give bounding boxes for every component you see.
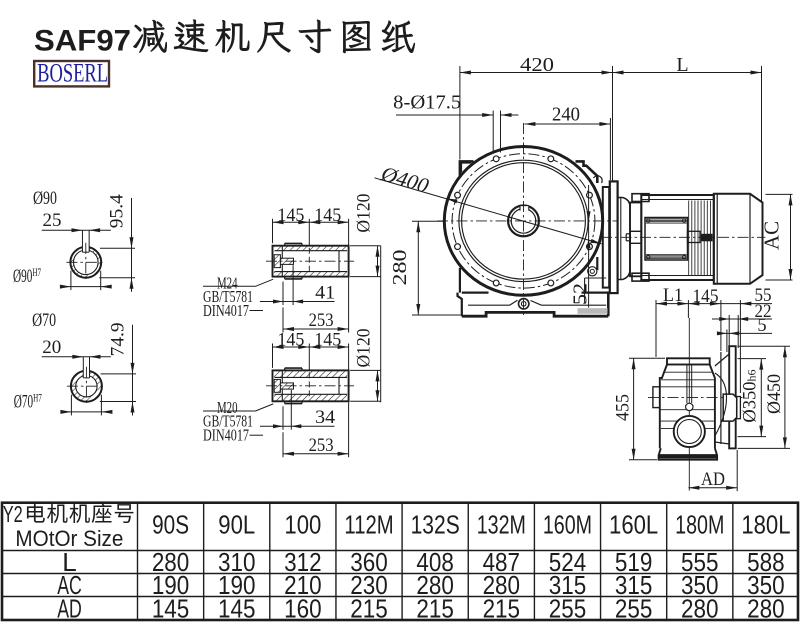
svg-text:95.4: 95.4 <box>107 194 128 229</box>
svg-text:215: 215 <box>483 594 521 624</box>
svg-text:253: 253 <box>309 435 334 456</box>
svg-text:190: 190 <box>152 570 190 600</box>
svg-text:145: 145 <box>277 205 304 226</box>
svg-text:MOtOr Size: MOtOr Size <box>15 526 123 551</box>
svg-text:280: 280 <box>389 250 411 286</box>
svg-text:BOSERL: BOSERL <box>37 59 108 88</box>
svg-text:145: 145 <box>218 594 256 624</box>
svg-text:280: 280 <box>416 570 454 600</box>
svg-text:AC: AC <box>760 221 784 250</box>
svg-text:555: 555 <box>681 547 719 577</box>
svg-text:34: 34 <box>315 407 336 428</box>
svg-text:455: 455 <box>614 394 634 421</box>
svg-text:DIN4017: DIN4017 <box>203 301 249 320</box>
svg-text:230: 230 <box>350 570 388 600</box>
svg-text:524: 524 <box>549 547 587 577</box>
svg-text:132M: 132M <box>477 510 526 540</box>
svg-text:22: 22 <box>755 302 772 322</box>
svg-text:90L: 90L <box>218 510 255 540</box>
svg-text:L1: L1 <box>663 286 683 306</box>
svg-text:74.9: 74.9 <box>108 322 129 356</box>
svg-text:132S: 132S <box>411 510 460 540</box>
svg-text:5: 5 <box>757 316 766 336</box>
svg-text:DIN4017: DIN4017 <box>203 426 249 445</box>
svg-text:90S: 90S <box>152 510 189 540</box>
svg-text:8-Ø17.5: 8-Ø17.5 <box>393 92 461 114</box>
svg-text:25: 25 <box>43 210 62 231</box>
svg-text:408: 408 <box>416 547 454 577</box>
svg-text:Ø120: Ø120 <box>354 329 375 368</box>
svg-text:L: L <box>676 54 688 76</box>
svg-text:215: 215 <box>416 594 454 624</box>
svg-text:255: 255 <box>549 594 587 624</box>
svg-text:315: 315 <box>549 570 587 600</box>
svg-text:145: 145 <box>314 205 341 226</box>
svg-text:AD: AD <box>701 470 725 490</box>
svg-text:350: 350 <box>747 570 785 600</box>
svg-text:M20: M20 <box>217 398 238 417</box>
svg-text:588: 588 <box>747 547 785 577</box>
svg-text:420: 420 <box>520 54 554 76</box>
svg-text:253: 253 <box>309 310 334 331</box>
svg-text:55: 55 <box>755 286 772 306</box>
svg-text:519: 519 <box>615 547 653 577</box>
svg-text:Ø70: Ø70 <box>32 310 56 331</box>
svg-text:180M: 180M <box>675 510 724 540</box>
svg-text:L: L <box>62 547 76 577</box>
svg-text:360: 360 <box>350 547 388 577</box>
svg-text:100: 100 <box>284 510 321 540</box>
svg-text:280: 280 <box>483 570 521 600</box>
svg-text:Ø90: Ø90 <box>33 188 57 209</box>
svg-text:GB/T5781: GB/T5781 <box>203 287 253 306</box>
svg-text:112M: 112M <box>344 510 393 540</box>
svg-text:280: 280 <box>747 594 785 624</box>
svg-text:487: 487 <box>483 547 521 577</box>
svg-text:160: 160 <box>284 594 322 624</box>
svg-text:GB/T5781: GB/T5781 <box>203 412 253 431</box>
svg-text:20: 20 <box>42 337 61 358</box>
svg-text:312: 312 <box>284 547 322 577</box>
svg-text:160L: 160L <box>609 510 658 540</box>
svg-text:Y2: Y2 <box>3 501 23 527</box>
svg-text:255: 255 <box>615 594 653 624</box>
svg-text:280: 280 <box>681 594 719 624</box>
svg-text:52: 52 <box>570 283 592 305</box>
svg-text:SAF97: SAF97 <box>34 25 131 58</box>
svg-text:350: 350 <box>681 570 719 600</box>
svg-text:315: 315 <box>615 570 653 600</box>
svg-text:240: 240 <box>552 104 580 126</box>
svg-text:Ø350h6: Ø350h6 <box>741 369 761 422</box>
svg-text:145: 145 <box>693 287 719 307</box>
svg-text:210: 210 <box>284 570 322 600</box>
svg-text:215: 215 <box>350 594 388 624</box>
svg-text:Ø120: Ø120 <box>354 194 375 233</box>
svg-text:160M: 160M <box>543 510 592 540</box>
svg-text:145: 145 <box>277 330 304 351</box>
svg-text:310: 310 <box>218 547 256 577</box>
svg-text:145: 145 <box>314 330 341 351</box>
svg-text:190: 190 <box>218 570 256 600</box>
svg-text:AC: AC <box>57 570 82 600</box>
svg-text:41: 41 <box>315 283 335 304</box>
svg-text:M24: M24 <box>217 273 238 292</box>
svg-text:AD: AD <box>57 594 82 624</box>
svg-text:180L: 180L <box>741 510 790 540</box>
svg-text:145: 145 <box>152 594 190 624</box>
svg-text:Ø450: Ø450 <box>765 374 785 414</box>
svg-text:280: 280 <box>152 547 190 577</box>
